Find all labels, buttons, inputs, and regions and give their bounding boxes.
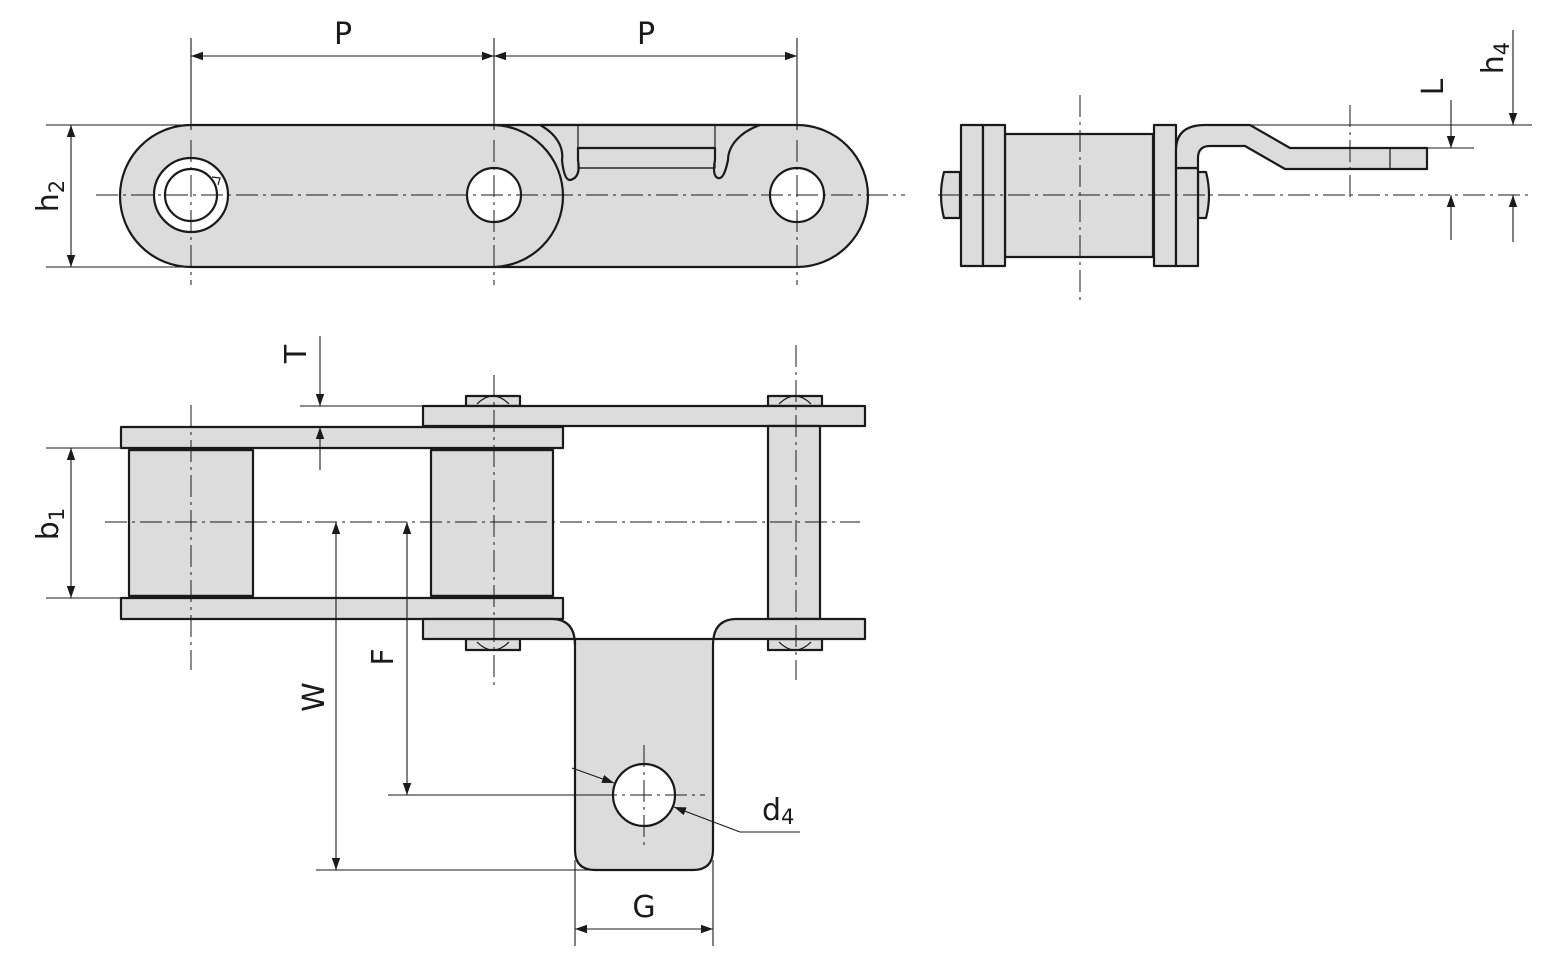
pin-cap-bottom-mid: [464, 637, 522, 652]
pin-cap-top-right: [766, 394, 824, 408]
outer-plate-right: [1174, 166, 1200, 268]
outer-plate-top: [421, 404, 867, 428]
dimension-label-pitch-left: P: [334, 17, 352, 52]
dimension-label-h2: h2: [31, 180, 69, 212]
inner-plate-top: [119, 425, 565, 450]
top-view: T b1 F W d4 G: [31, 336, 867, 946]
dimension-label-d4: d4: [762, 793, 794, 829]
attachment-plate: [421, 617, 867, 872]
side-view: P P h2: [31, 17, 905, 285]
pin-cap-top-mid: [464, 394, 522, 408]
attachment-wing-end: [1174, 123, 1429, 171]
dimension-label-h4: h4: [1476, 42, 1514, 74]
dimension-label-b1: b1: [31, 508, 69, 540]
dimension-label-G: G: [632, 890, 655, 925]
pin-cap-bottom-right: [766, 637, 824, 652]
dimension-label-L: L: [1416, 78, 1451, 95]
roller-middle: [429, 448, 555, 598]
inner-plate-bottom: [119, 596, 565, 621]
dimension-label-T: T: [279, 344, 314, 364]
dimension-label-F: F: [366, 648, 401, 665]
end-view: L h4: [938, 30, 1532, 305]
dimension-label-W: W: [297, 682, 332, 712]
inner-link-plate: [118, 123, 565, 269]
dimension-label-pitch-right: P: [637, 17, 655, 52]
